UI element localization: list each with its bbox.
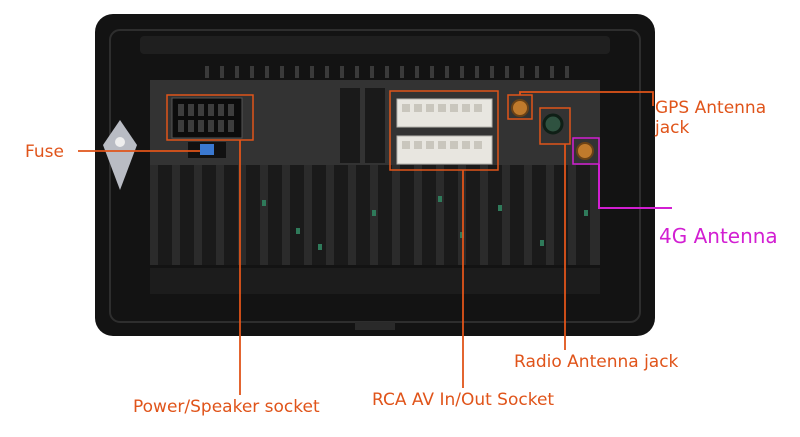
- rca-callout-box: [389, 90, 499, 171]
- bottom-rim: [150, 268, 600, 294]
- radio-antenna-label: Radio Antenna jack: [514, 352, 679, 372]
- leader-line-purple: [598, 164, 672, 209]
- power-speaker-label: Power/Speaker socket: [133, 397, 320, 417]
- bottom-tab: [355, 322, 395, 330]
- 4g-antenna-label: 4G Antenna: [659, 224, 778, 248]
- rca-connector-top: [396, 98, 493, 128]
- 4g-callout-box: [572, 137, 600, 165]
- left-bracket: [103, 120, 137, 190]
- power-connector-pins: [178, 104, 234, 132]
- center-vent-column: [340, 88, 385, 163]
- top-rim: [140, 36, 610, 54]
- fin-component-dots: [262, 196, 588, 250]
- fuse-label: Fuse: [25, 142, 64, 162]
- fuse: [200, 144, 214, 155]
- 4g-antenna-jack: [576, 142, 594, 160]
- radio-callout-box: [539, 107, 571, 145]
- leader-lines-orange: [78, 91, 654, 395]
- rca-connector-slots: [402, 104, 482, 149]
- bracket-hole: [115, 137, 125, 147]
- radio-antenna-jack: [542, 113, 564, 135]
- gps-antenna-jack: [511, 99, 529, 117]
- gps-antenna-label: GPS Antenna jack: [655, 98, 767, 138]
- rca-connector-bottom: [396, 135, 493, 165]
- top-vent-slots: [205, 66, 569, 78]
- rca-av-label: RCA AV In/Out Socket: [372, 390, 555, 410]
- power-callout-box: [166, 94, 254, 141]
- heatsink-fins: [158, 165, 590, 265]
